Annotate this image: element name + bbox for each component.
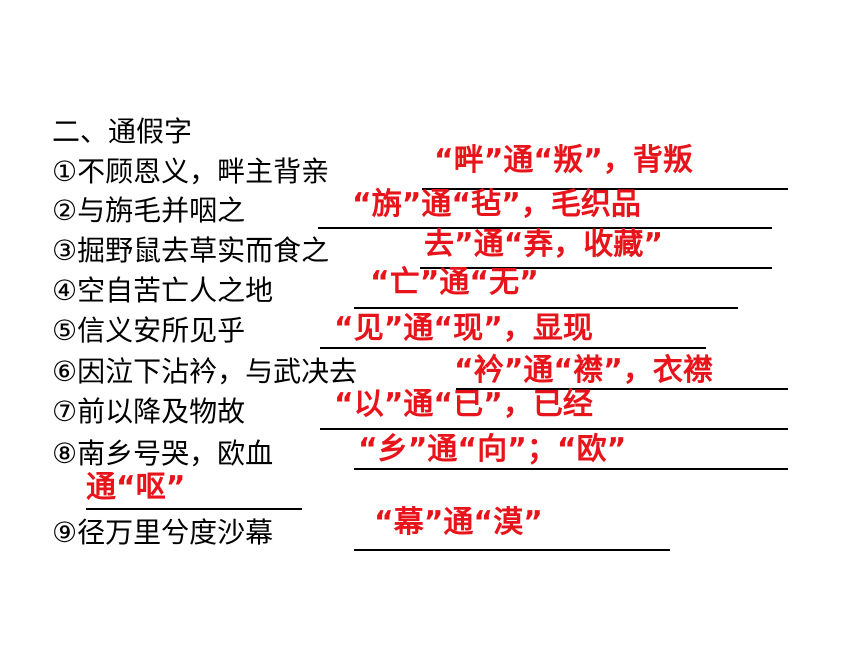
answer-text: “见”通“现”，显现: [334, 311, 593, 346]
answer-blank: [354, 549, 670, 551]
list-item: ④空自苦亡人之地 “亡”通“无”: [52, 265, 852, 311]
question-text: ③掘野鼠去草实而食之: [52, 234, 330, 267]
answer-text: “幕”通“漠”: [374, 505, 543, 540]
question-text: ⑧南乡号哭，欧血: [52, 437, 274, 470]
list-item: ⑦前以降及物故 “以”通“已”，已经: [52, 387, 852, 432]
answer-blank: [456, 388, 788, 390]
question-text: ④空自苦亡人之地: [52, 274, 274, 307]
list-item: ⑨径万里兮度沙幕 “幕”通“漠”: [52, 505, 852, 553]
answer-text: 通“呕”: [86, 470, 186, 505]
list-item: ⑥因泣下沾衿，与武决去 “衿”通“襟”，衣襟: [52, 352, 852, 392]
answer-blank: [318, 227, 772, 229]
question-text: ⑦前以降及物故: [52, 395, 246, 428]
answer-blank: [422, 188, 788, 190]
answer-text: “以”通“已”，已经: [334, 387, 593, 422]
answer-text: 去”通“弆，收藏”: [424, 227, 664, 262]
question-text: ②与旃毛并咽之: [52, 194, 246, 227]
list-item: ⑧南乡号哭，欧血 “乡”通“向”；“欧”: [52, 432, 852, 474]
section-title: 二、通假字: [52, 115, 193, 148]
answer-blank: [320, 428, 788, 430]
list-item-continuation: 通“呕”: [52, 470, 852, 510]
list-item: ③掘野鼠去草实而食之 去”通“弆，收藏”: [52, 227, 852, 271]
list-item: ①不顾恩义，畔主背亲 “畔”通“叛”，背叛: [52, 143, 852, 192]
answer-text: “旃”通“毡”，毛织品: [352, 187, 641, 222]
list-item: ②与旃毛并咽之 “旃”通“毡”，毛织品: [52, 187, 852, 231]
answer-text: “畔”通“叛”，背叛: [434, 143, 693, 178]
answer-text: “亡”通“无”: [370, 265, 539, 300]
question-text: ⑨径万里兮度沙幕: [52, 516, 274, 549]
answer-text: “衿”通“襟”，衣襟: [454, 353, 713, 388]
question-text: ⑥因泣下沾衿，与武决去: [52, 355, 358, 388]
answer-blank: [354, 307, 738, 309]
answer-blank: [320, 347, 706, 349]
answer-text: “乡”通“向”；“欧”: [358, 432, 627, 467]
answer-blank: [354, 468, 788, 470]
question-text: ①不顾恩义，畔主背亲: [52, 155, 330, 188]
question-text: ⑤信义安所见乎: [52, 314, 246, 347]
answer-blank: [420, 267, 772, 269]
answer-blank: [86, 508, 302, 510]
list-item: ⑤信义安所见乎 “见”通“现”，显现: [52, 311, 852, 351]
